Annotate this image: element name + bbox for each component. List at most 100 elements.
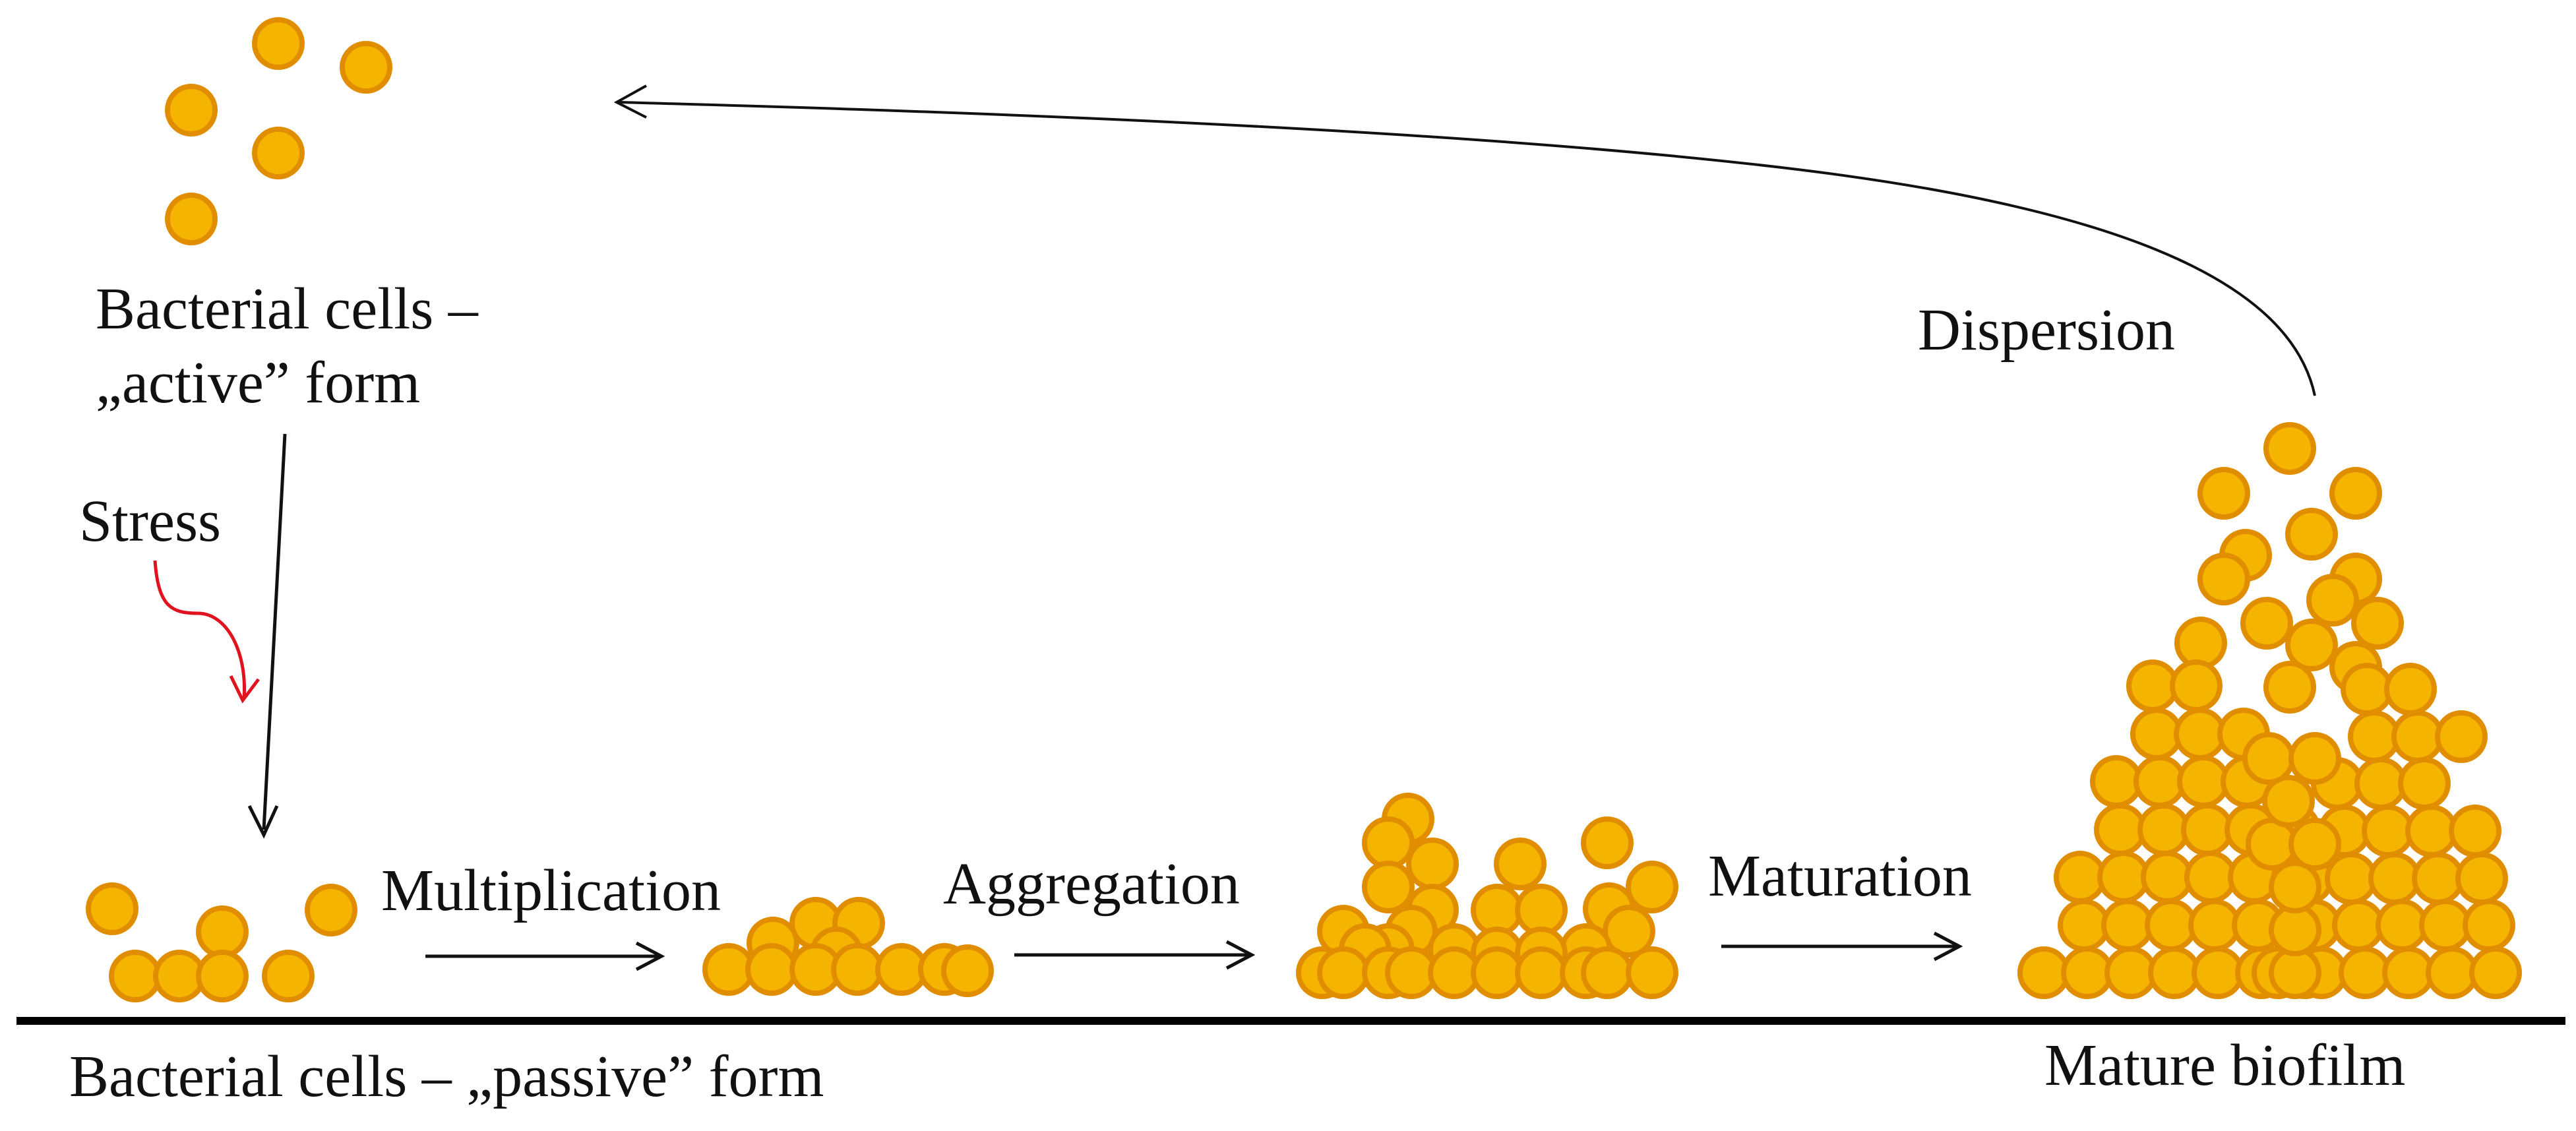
bacterial-cell — [2354, 757, 2407, 810]
bacterial-cell — [2368, 852, 2421, 905]
bacterial-cell — [2170, 659, 2223, 712]
bacterial-cell — [196, 950, 249, 1002]
bacterial-cell — [165, 84, 218, 137]
stress-label: Stress — [79, 489, 221, 554]
bacterial-cell — [1317, 946, 1370, 999]
bacterial-cell — [2097, 851, 2150, 903]
bacterial-cell — [2262, 775, 2315, 828]
bacterial-cell — [2104, 946, 2157, 999]
bacterial-cell — [2391, 710, 2444, 763]
stress-arrow — [153, 560, 247, 700]
bacterial-cell — [2263, 422, 2316, 475]
bacterial-cell — [2426, 946, 2478, 999]
bacterial-cell — [2148, 946, 2201, 999]
bacterial-cell — [2306, 574, 2359, 627]
bacterial-cell — [1406, 838, 1459, 890]
bacterial-cell — [2469, 946, 2522, 999]
bacterial-cell — [252, 127, 305, 179]
bacterial-cell — [2263, 661, 2316, 714]
bacterial-cell — [1471, 946, 1523, 999]
bacterial-cell — [2463, 899, 2515, 952]
bacterial-cell — [2192, 946, 2244, 999]
bacterial-cell — [2332, 899, 2385, 952]
bacterial-cell — [340, 41, 392, 94]
bacterial-cell — [2398, 757, 2451, 810]
bacterial-cell — [2348, 710, 2401, 763]
mature-biofilm-cells-group — [2017, 422, 2522, 999]
bacterial-cell — [196, 905, 249, 958]
bacterial-cell — [109, 950, 162, 1002]
bacterial-cell — [2130, 708, 2183, 760]
bacterial-cell — [2101, 899, 2154, 952]
bacterial-cell — [1581, 816, 1634, 869]
multiplication-arrowhead — [635, 941, 665, 971]
bacterial-cell — [2351, 597, 2404, 650]
bacterial-cell — [745, 943, 798, 996]
maturation-arrowhead — [1933, 931, 1963, 962]
bacterial-cell — [2133, 755, 2186, 808]
bacterial-cell — [2174, 617, 2227, 669]
bacterial-cell — [2362, 805, 2414, 857]
active-label-line1: Bacterial cells – — [96, 276, 479, 342]
bacterial-cell — [165, 193, 218, 245]
bacterial-cell — [86, 882, 138, 935]
mature-biofilm-label: Mature biofilm — [2044, 1033, 2405, 1098]
bacterial-cell — [2288, 732, 2341, 785]
bacterial-cell — [2017, 946, 2070, 999]
attachment-arrowhead — [247, 805, 279, 839]
bacterial-cell — [2061, 946, 2114, 999]
stress-arrowhead — [229, 675, 260, 704]
dispersion-arrowhead — [613, 84, 647, 119]
bacterial-cell — [1626, 861, 1678, 913]
bacterial-cell — [2384, 663, 2437, 716]
bacterial-cell — [2181, 803, 2234, 856]
bacterial-cell — [2419, 899, 2472, 952]
bacterial-cell — [2126, 659, 2179, 712]
attachment-arrow — [262, 433, 287, 830]
aggregation-cells-group — [1296, 793, 1678, 999]
bacterial-cell — [2329, 467, 2382, 520]
bacterial-cell — [2285, 619, 2338, 671]
bacterial-cell — [2449, 805, 2501, 857]
aggregation-arrowhead — [1225, 940, 1256, 970]
multiplication-cells-group — [702, 897, 994, 997]
bacterial-cell — [2090, 755, 2143, 808]
active-cells-group — [165, 17, 392, 245]
multiplication-label: Multiplication — [381, 858, 721, 923]
bacterial-cell — [1626, 946, 1678, 999]
bacterial-cell — [2174, 708, 2226, 760]
bacterial-cell — [1515, 946, 1568, 999]
bacterial-cell — [1603, 905, 1655, 958]
aggregation-label: Aggregation — [943, 851, 1240, 917]
bacterial-cell — [2188, 899, 2241, 952]
bacterial-cell — [1362, 816, 1415, 869]
bacterial-cell — [252, 17, 305, 70]
bacterial-cell — [2341, 663, 2393, 716]
bacterial-cell — [2435, 710, 2488, 763]
bacterial-cell — [2405, 805, 2458, 857]
bacterial-cell — [2240, 597, 2293, 650]
bacterial-cell — [2285, 508, 2338, 561]
bacterial-cell — [2058, 899, 2110, 952]
bacterial-cell — [1581, 946, 1634, 999]
bacterial-cell — [2197, 467, 2250, 520]
bacterial-cell — [2412, 852, 2465, 905]
passive-label: Bacterial cells – „passive” form — [69, 1044, 824, 1109]
bacterial-cell — [2054, 851, 2106, 903]
bacterial-cell — [305, 884, 357, 936]
bacterial-cell — [2141, 851, 2193, 903]
bacterial-cell — [831, 943, 884, 996]
bacterial-cell — [2145, 899, 2197, 952]
bacterial-cell — [2242, 732, 2295, 785]
bacterial-cell — [1362, 861, 1415, 913]
bacterial-cell — [2094, 803, 2147, 856]
bacterial-cell — [2382, 946, 2435, 999]
bacterial-cell — [2339, 946, 2391, 999]
bacterial-cell — [2455, 852, 2508, 905]
maturation-label: Maturation — [1708, 843, 1972, 909]
bacterial-cell — [2137, 803, 2190, 856]
bacterial-cell — [941, 944, 994, 997]
bacterial-cell — [2325, 852, 2377, 905]
bacterial-cell — [2288, 818, 2341, 871]
